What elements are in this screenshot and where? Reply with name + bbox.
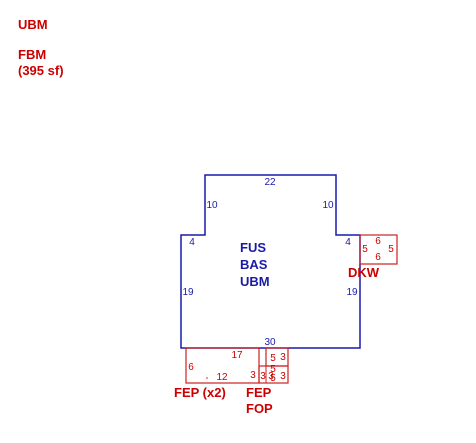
dim-right-upper: 10 [322,200,334,211]
fep-x2-dim-left: 6 [188,362,194,373]
dim-right: 19 [346,287,358,298]
dim-top: 22 [264,177,276,188]
area-label-fus: FUS [240,240,266,255]
fop-dim-c: 3 [280,371,286,382]
dkw-dim-left: 5 [362,244,368,255]
dim-left-step: 4 [189,237,195,248]
fop-label: FOP [246,401,273,416]
fep-dim-c: 5 [270,364,276,375]
header-line3: (395 sf) [18,63,64,78]
fep-dim-a: 5 [270,353,276,364]
header-line1: UBM [18,17,48,32]
area-label-bas: BAS [240,257,268,272]
dkw-dim-right: 5 [388,244,394,255]
dkw-dim-top: 6 [375,236,381,247]
fep-dim-b: 3 [280,352,286,363]
fop-lower-outline [258,365,289,384]
fop-dim-d: 5 [270,373,276,384]
fep-label: FEP [246,385,272,400]
dkw-dim-bottom: 6 [375,252,381,263]
fep-x2-marker-dot [206,377,208,379]
dkw-label: DKW [348,265,380,280]
dim-left: 19 [182,287,194,298]
main-outline [180,174,361,349]
fop-dim-b: 3 [268,371,274,382]
dkw-outline [359,234,398,265]
dim-bottom: 30 [264,337,276,348]
fep-x2-label: FEP (x2) [174,385,226,400]
fop-dim-a: 3 [260,371,266,382]
fep-x2-dim-right: 3 [250,370,256,381]
dim-left-upper: 10 [206,200,218,211]
dim-right-step: 4 [345,237,351,248]
area-label-ubm: UBM [240,274,270,289]
fep-x2-dim-top: 17 [231,350,243,361]
fep-x2-dim-bottom: 12 [216,372,228,383]
header-line2: FBM [18,47,46,62]
